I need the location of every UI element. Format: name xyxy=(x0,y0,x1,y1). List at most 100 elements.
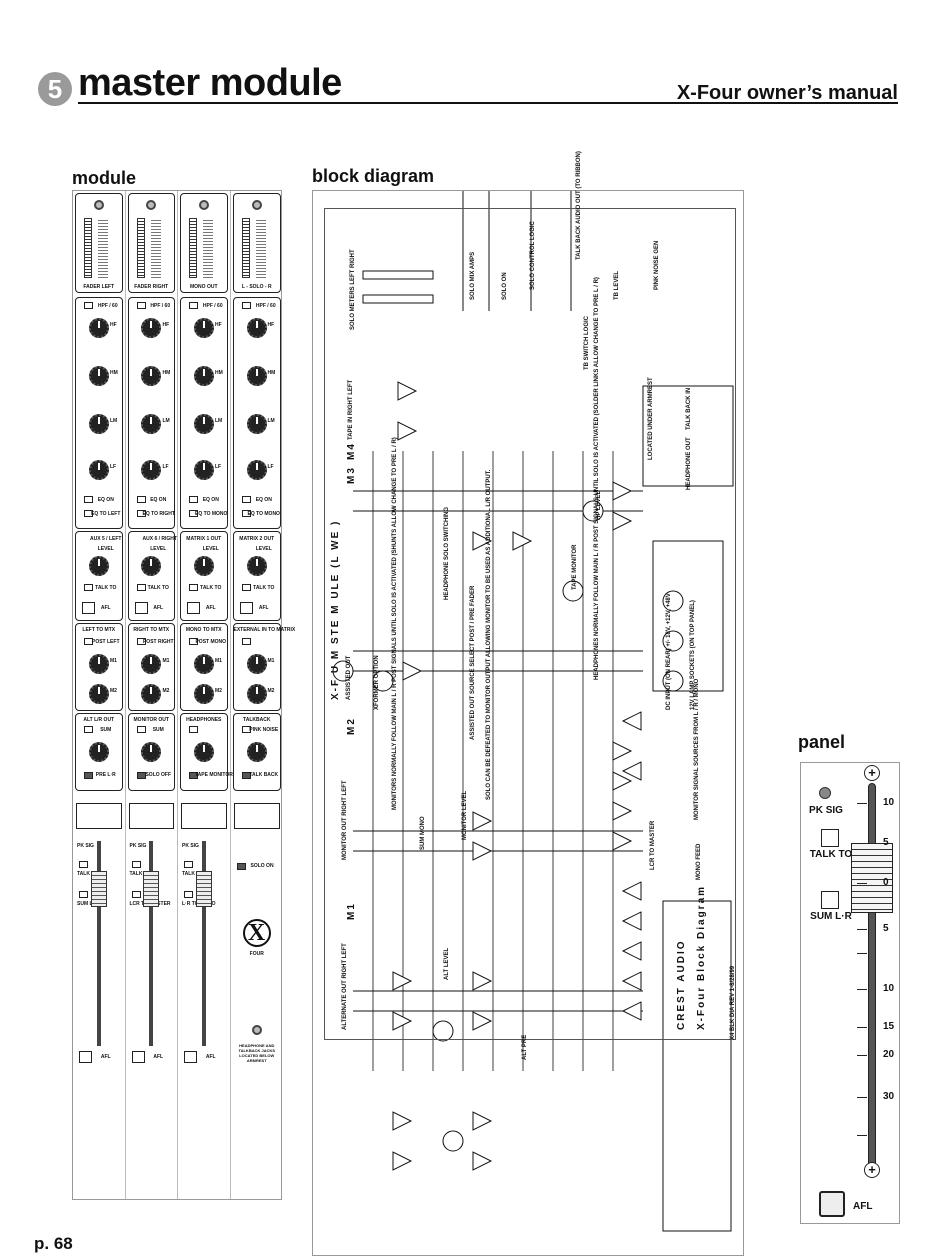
output-switch-1[interactable] xyxy=(84,726,93,733)
output-switch-1[interactable] xyxy=(136,726,146,733)
talk-to-button[interactable] xyxy=(821,829,839,847)
diagram-label: XFORMER OPTION xyxy=(374,655,380,710)
talk-to-fader-switch[interactable] xyxy=(131,861,141,868)
afl-switch[interactable] xyxy=(134,602,148,614)
post-switch[interactable] xyxy=(84,638,93,645)
eq-knob[interactable] xyxy=(246,366,267,386)
amplifier-symbol xyxy=(621,941,642,961)
hpf-switch[interactable] xyxy=(189,302,198,309)
eq-knob[interactable] xyxy=(193,414,214,434)
sum-lr-button[interactable] xyxy=(821,891,839,909)
m1-knob[interactable] xyxy=(141,654,162,674)
sum-switch[interactable] xyxy=(184,891,193,898)
eq-on-switch[interactable] xyxy=(136,496,146,503)
m2-knob[interactable] xyxy=(88,684,109,704)
afl-fader-switch[interactable] xyxy=(184,1051,197,1063)
output-knob[interactable] xyxy=(193,742,214,762)
diagram-label: ASSISTED OUT xyxy=(346,655,352,700)
diagram-label: TB SWITCH LOGIC xyxy=(584,316,590,370)
output-switch-1[interactable] xyxy=(189,726,198,733)
output-switch-1[interactable] xyxy=(241,726,251,733)
eq-knob[interactable] xyxy=(88,460,109,480)
eq-knob[interactable] xyxy=(246,414,267,434)
talk-to-switch[interactable] xyxy=(136,584,146,591)
afl-fader-switch[interactable] xyxy=(131,1051,145,1063)
talk-to-switch[interactable] xyxy=(84,584,93,591)
output-knob[interactable] xyxy=(246,742,267,762)
output-switch-2[interactable] xyxy=(84,772,93,779)
pot-symbol xyxy=(332,660,354,682)
output-title: HEADPHONES xyxy=(186,717,222,723)
afl-switch[interactable] xyxy=(82,602,95,614)
x-four-logo: X xyxy=(242,919,271,947)
post-switch[interactable] xyxy=(241,638,251,645)
eq-knob[interactable] xyxy=(141,366,162,386)
talk-to-fader-switch[interactable] xyxy=(184,861,193,868)
sum-switch[interactable] xyxy=(79,891,88,898)
fader-tick xyxy=(857,803,867,804)
amplifier-symbol xyxy=(472,1111,493,1131)
eq-to-switch[interactable] xyxy=(136,510,146,517)
fader-knob[interactable] xyxy=(195,871,212,907)
m2-knob[interactable] xyxy=(193,684,214,704)
talk-to-switch[interactable] xyxy=(189,584,198,591)
page-title: master module xyxy=(78,62,342,104)
eq-on-switch[interactable] xyxy=(241,496,251,503)
level-knob[interactable] xyxy=(246,556,267,576)
m2-knob[interactable] xyxy=(141,684,162,704)
eq-knob[interactable] xyxy=(193,460,214,480)
afl-switch[interactable] xyxy=(187,602,200,614)
eq-knob[interactable] xyxy=(88,414,109,434)
fader-knob[interactable] xyxy=(143,871,160,907)
output-switch-2[interactable] xyxy=(189,772,198,779)
post-switch[interactable] xyxy=(189,638,198,645)
fader-knob[interactable] xyxy=(90,871,107,907)
eq-knob[interactable] xyxy=(141,414,162,434)
eq-knob[interactable] xyxy=(88,318,109,338)
eq-knob[interactable] xyxy=(246,460,267,480)
m1-label: M1 xyxy=(215,658,222,664)
afl-switch[interactable] xyxy=(239,602,253,614)
talk-to-switch[interactable] xyxy=(241,584,251,591)
talk-to-label: TALK TO xyxy=(809,849,853,860)
eq-to-switch[interactable] xyxy=(84,510,93,517)
level-knob[interactable] xyxy=(141,556,162,576)
eq-on-switch[interactable] xyxy=(84,496,93,503)
eq-knob[interactable] xyxy=(88,366,109,386)
eq-knob[interactable] xyxy=(193,318,214,338)
eq-on-switch[interactable] xyxy=(189,496,198,503)
talk-to-label: TALK TO xyxy=(200,585,222,591)
hpf-switch[interactable] xyxy=(241,302,251,309)
eq-band-label: LM xyxy=(110,418,118,424)
fader-tick xyxy=(857,1135,867,1136)
eq-knob[interactable] xyxy=(141,318,162,338)
post-switch[interactable] xyxy=(136,638,146,645)
m1-knob[interactable] xyxy=(193,654,214,674)
output-switch-2[interactable] xyxy=(241,772,251,779)
talk-to-fader-switch[interactable] xyxy=(79,861,88,868)
post-label: POST MONO xyxy=(195,639,227,645)
m1-knob[interactable] xyxy=(88,654,109,674)
level-knob[interactable] xyxy=(193,556,214,576)
eq-to-switch[interactable] xyxy=(241,510,251,517)
eq-knob[interactable] xyxy=(141,460,162,480)
amplifier-symbol xyxy=(472,971,493,991)
hpf-switch[interactable] xyxy=(84,302,93,309)
output-knob[interactable] xyxy=(141,742,162,762)
output-switch-2[interactable] xyxy=(136,772,146,779)
level-knob[interactable] xyxy=(88,556,109,576)
eq-knob[interactable] xyxy=(193,366,214,386)
eq-to-switch[interactable] xyxy=(189,510,198,517)
m1-knob[interactable] xyxy=(246,654,267,674)
m2-knob[interactable] xyxy=(246,684,267,704)
sum-switch[interactable] xyxy=(131,891,141,898)
fader-knob[interactable] xyxy=(851,843,893,913)
output-knob[interactable] xyxy=(88,742,109,762)
afl-button[interactable] xyxy=(819,1191,845,1217)
afl-fader-switch[interactable] xyxy=(79,1051,92,1063)
eq-knob[interactable] xyxy=(246,318,267,338)
hpf-switch[interactable] xyxy=(136,302,146,309)
